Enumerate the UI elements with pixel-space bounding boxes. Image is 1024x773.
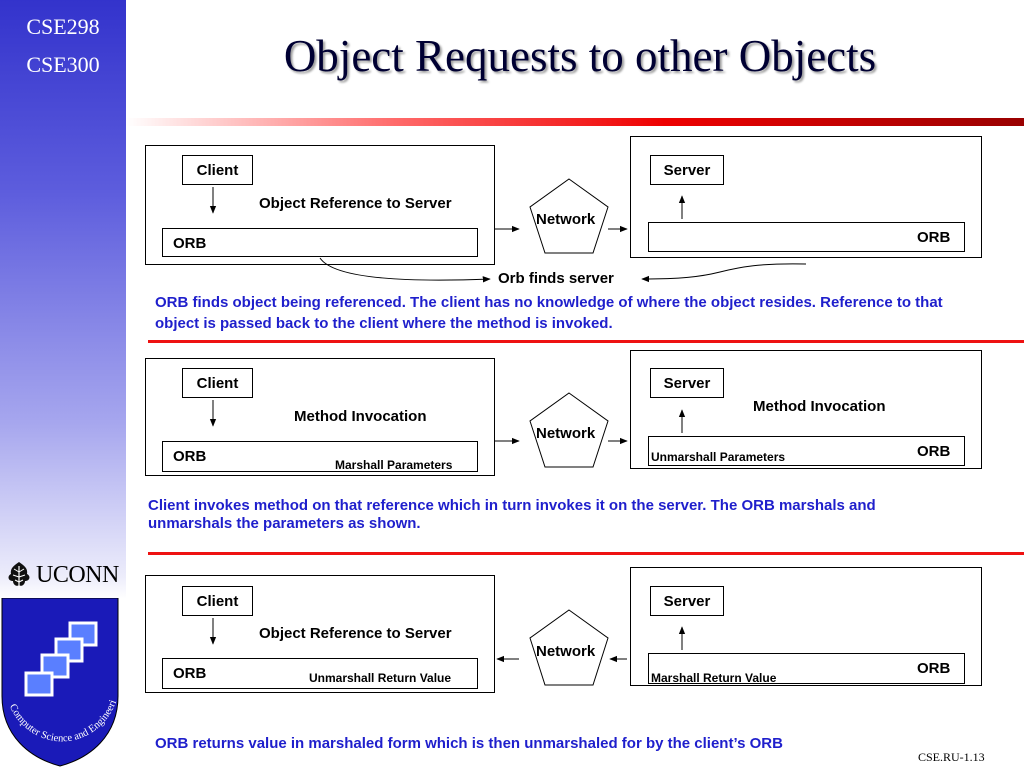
- slide-number: CSE.RU-1.13: [918, 750, 985, 764]
- server-orb-label: ORB: [917, 229, 951, 246]
- slide-title: Object Requests to other Objects: [283, 31, 877, 81]
- marshall-return-value-label: Marshall Return Value: [651, 671, 777, 685]
- network-label-front-1: Network: [536, 211, 596, 228]
- client-orb-box-3: [162, 658, 478, 689]
- left-caption: Object Reference to Server: [259, 195, 452, 212]
- server-orb-label: ORB: [917, 443, 951, 460]
- server-label: Server: [663, 592, 711, 610]
- department-seal: Computer Science and Engineering: [0, 590, 122, 768]
- right-caption: Method Invocation: [753, 398, 886, 415]
- network-label-front-2: Network: [536, 425, 596, 442]
- server-box-3: Server: [650, 586, 724, 616]
- left-caption: Method Invocation: [294, 408, 427, 425]
- unmarshall-return-value-label: Unmarshall Return Value: [309, 671, 452, 685]
- client-orb-label: ORB: [173, 235, 207, 252]
- client-orb-label: ORB: [173, 448, 207, 465]
- network-pentagon-3: [529, 609, 609, 686]
- university-name: UCONN: [36, 562, 119, 588]
- client-box-2: Client: [182, 368, 253, 398]
- network-pentagon-1: [529, 178, 609, 254]
- separator-line-2: [148, 552, 1024, 555]
- description-2: Client invokes method on that reference …: [148, 497, 876, 532]
- client-orb-curve-arrow: [319, 257, 491, 283]
- client-box-3: Client: [182, 586, 253, 616]
- server-label: Server: [663, 374, 711, 392]
- network-label-front-3: Network: [536, 643, 596, 660]
- title-underline-bar: [126, 118, 1024, 126]
- unmarshall-parameters-label: Unmarshall Parameters: [651, 450, 786, 464]
- left-caption: Object Reference to Server: [259, 625, 452, 642]
- description-1: ORB finds object being referenced. The c…: [155, 294, 943, 332]
- description-3: ORB returns value in marshaled form whic…: [155, 735, 783, 752]
- client-label: Client: [196, 374, 239, 392]
- server-box-1: Server: [650, 155, 724, 185]
- server-orb-box-2: [648, 436, 965, 466]
- marshall-parameters-label: Marshall Parameters: [335, 458, 453, 472]
- separator-line-1: [148, 340, 1024, 343]
- server-orb-box-3: [648, 653, 965, 684]
- course-code-1: CSE298: [26, 14, 100, 39]
- course-code-2: CSE300: [26, 52, 100, 77]
- client-label: Client: [196, 161, 239, 179]
- oak-leaf-icon: [8, 562, 30, 589]
- client-orb-box-1: [162, 228, 478, 257]
- server-label: Server: [663, 161, 711, 179]
- client-orb-label: ORB: [173, 665, 207, 682]
- server-box-2: Server: [650, 368, 724, 398]
- server-orb-label: ORB: [917, 660, 951, 677]
- network-pentagon-2: [529, 392, 609, 468]
- server-orb-box-1: [648, 222, 965, 252]
- client-label: Client: [196, 592, 239, 610]
- server-orb-curve-arrow: [641, 263, 807, 283]
- orb-finds-server-label: Orb finds server: [498, 270, 614, 287]
- uconn-logo: UCONN: [4, 558, 124, 592]
- client-box-1: Client: [182, 155, 253, 185]
- client-orb-box-2: [162, 441, 478, 472]
